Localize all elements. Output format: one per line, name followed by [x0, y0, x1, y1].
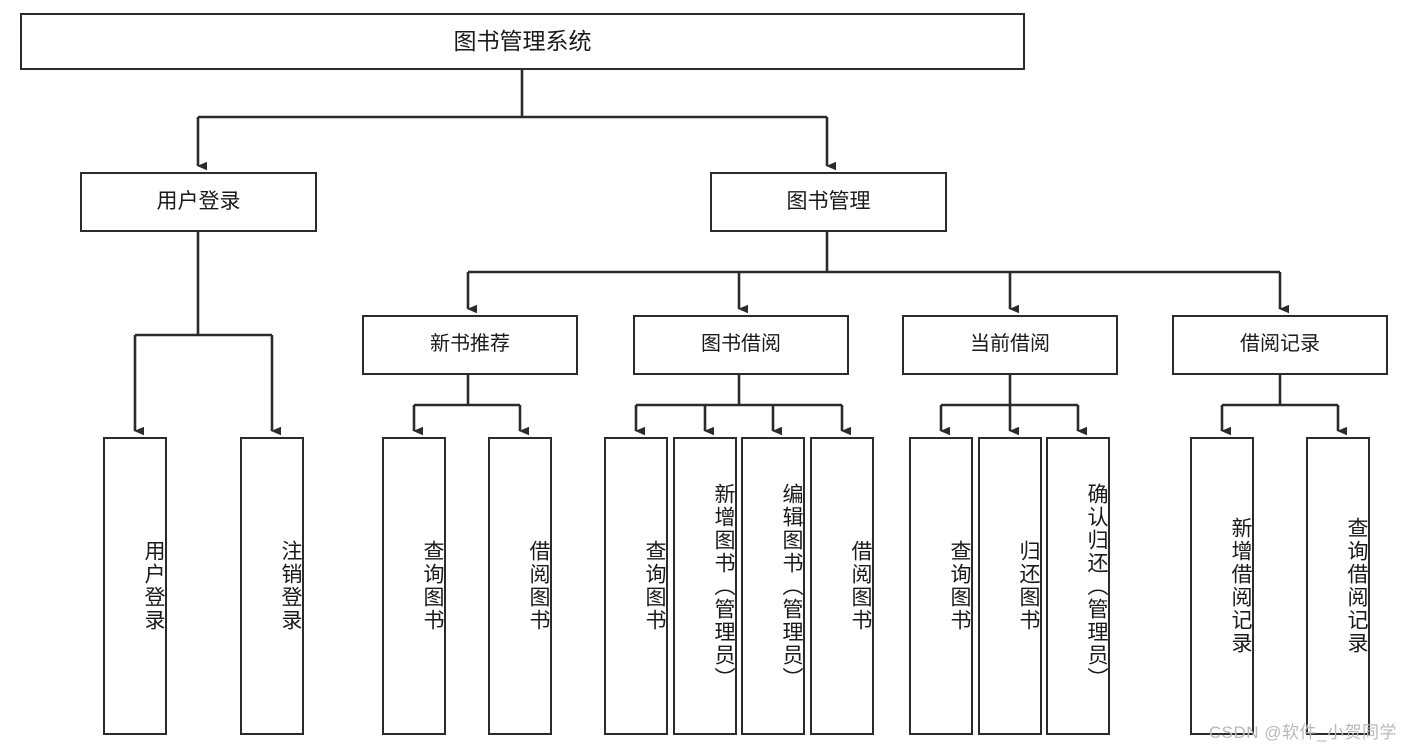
csdn-watermark: CSDN @软件_小贺同学 — [1208, 723, 1397, 742]
node-label: 借阅图书 — [849, 540, 872, 632]
node-label: 注销登录 — [279, 540, 302, 632]
node-label: 归还图书 — [1017, 540, 1040, 632]
node-new-book-recommendation[interactable]: 新书推荐 — [362, 315, 578, 375]
node-label: 用户登录 — [142, 540, 165, 632]
node-label: 图书管理 — [786, 189, 871, 213]
node-label: 新增借阅记录 — [1229, 517, 1252, 655]
node-label: 图书管理系统 — [453, 27, 592, 54]
node-label: 查询图书 — [643, 540, 666, 632]
leaf-edit-book-admin[interactable]: 编辑图书（管理员） — [741, 437, 805, 735]
node-label: 用户登录 — [156, 189, 241, 213]
leaf-query-book-borrowing[interactable]: 查询图书 — [604, 437, 668, 735]
leaf-add-book-admin[interactable]: 新增图书（管理员） — [673, 437, 737, 735]
node-root-library-management-system[interactable]: 图书管理系统 — [20, 13, 1025, 70]
leaf-borrow-book-new-book[interactable]: 借阅图书 — [488, 437, 552, 735]
node-label: 查询图书 — [948, 540, 971, 632]
node-label: 查询借阅记录 — [1345, 517, 1368, 655]
leaf-add-borrowing-record[interactable]: 新增借阅记录 — [1190, 437, 1254, 735]
node-user-login[interactable]: 用户登录 — [80, 172, 317, 232]
node-label: 查询图书 — [421, 540, 444, 632]
leaf-query-book-new-book[interactable]: 查询图书 — [382, 437, 446, 735]
node-book-borrowing[interactable]: 图书借阅 — [633, 315, 849, 375]
node-label: 当前借阅 — [970, 333, 1050, 356]
leaf-borrow-book-borrowing[interactable]: 借阅图书 — [810, 437, 874, 735]
node-label: 借阅图书 — [527, 540, 550, 632]
node-book-management[interactable]: 图书管理 — [710, 172, 947, 232]
node-label: 借阅记录 — [1240, 333, 1320, 356]
leaf-query-borrowing-record[interactable]: 查询借阅记录 — [1306, 437, 1370, 735]
node-borrowing-record[interactable]: 借阅记录 — [1172, 315, 1388, 375]
leaf-logout[interactable]: 注销登录 — [240, 437, 304, 735]
leaf-confirm-return-admin[interactable]: 确认归还（管理员） — [1046, 437, 1110, 735]
node-label: 确认归还（管理员） — [1085, 482, 1108, 690]
leaf-return-book[interactable]: 归还图书 — [978, 437, 1042, 735]
node-label: 新书推荐 — [430, 333, 510, 356]
node-label: 编辑图书（管理员） — [780, 482, 803, 690]
leaf-user-login[interactable]: 用户登录 — [103, 437, 167, 735]
leaf-query-book-current[interactable]: 查询图书 — [909, 437, 973, 735]
node-current-borrowing[interactable]: 当前借阅 — [902, 315, 1118, 375]
node-label: 图书借阅 — [701, 333, 781, 356]
node-label: 新增图书（管理员） — [712, 482, 735, 690]
